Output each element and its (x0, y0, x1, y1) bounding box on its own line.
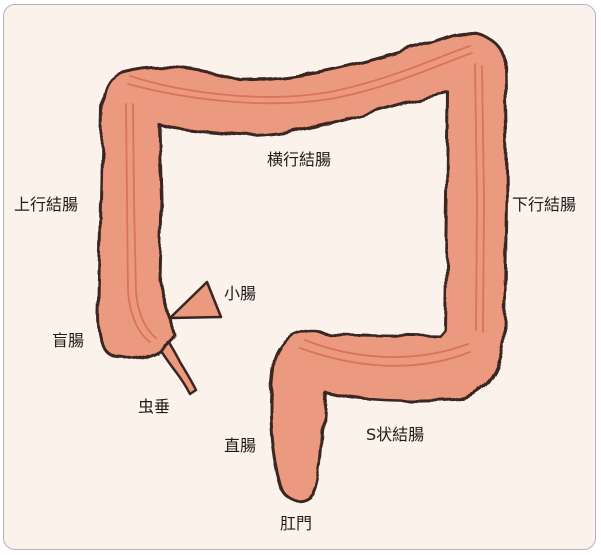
colon-shape (98, 33, 507, 501)
label-anus: 肛門 (280, 516, 312, 532)
label-small-intestine: 小腸 (224, 286, 256, 302)
label-cecum: 盲腸 (52, 333, 84, 349)
label-descending-colon: 下行結腸 (512, 197, 576, 213)
small-intestine-shape (170, 282, 221, 318)
label-transverse-colon: 横行結腸 (267, 152, 331, 168)
label-appendix: 虫垂 (138, 399, 170, 415)
label-ascending-colon: 上行結腸 (14, 197, 78, 213)
label-sigmoid-colon: S状結腸 (366, 427, 424, 443)
label-rectum: 直腸 (224, 438, 256, 454)
